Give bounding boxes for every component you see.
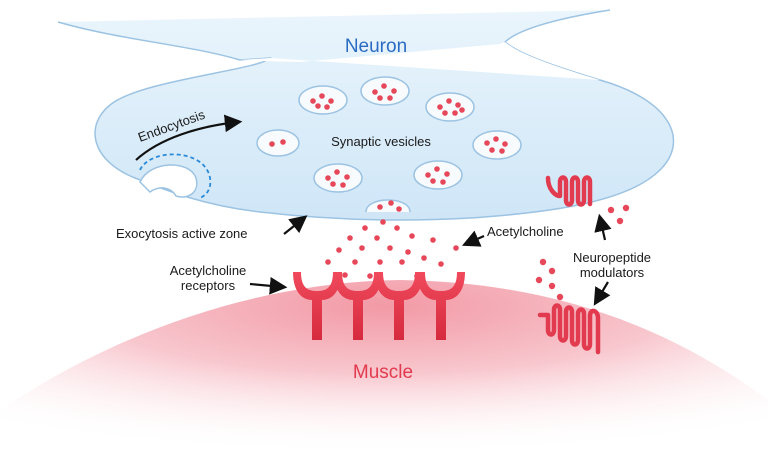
neuropeptide-label-line1: Neuropeptide [573,250,651,265]
neuropeptide-receptor-bottom [537,303,601,355]
neuron-top-fill [240,42,600,80]
neuropeptide-label-line2: modulators [580,265,645,280]
acetylcholine-receptors-label-line1: Acetylcholine [170,263,247,278]
exocytosis-arrow [283,215,308,235]
receptor [375,272,423,340]
endocytosis-pocket [139,164,198,198]
receptor [334,272,382,340]
vesicle [413,160,463,190]
vesicle [256,129,300,157]
acetylcholine-molecules [325,219,459,279]
acetylcholine-receptors [293,272,465,340]
muscle-title: Muscle [353,362,413,383]
vesicle [472,130,522,160]
neuropeptide-molecules [535,204,630,301]
receptors-arrow [249,277,288,295]
acetylcholine-arrow [461,230,485,247]
vesicle [298,85,348,115]
vesicle [360,76,410,106]
acetylcholine-receptors-label-line2: receptors [181,278,236,293]
receptor [417,272,465,340]
endocytosis-arrow [135,114,243,161]
arrows [135,114,612,306]
fusing-vesicle [365,199,411,213]
vesicle [425,92,475,122]
acetylcholine-label: Acetylcholine [487,224,564,239]
neuropeptide-arrow-down [593,281,611,306]
neuron: Neuron [57,9,675,221]
neuron-title: Neuron [345,36,407,57]
exocytosis-active-zone-label: Exocytosis active zone [116,226,248,241]
receptor [293,272,341,340]
synaptic-vesicles: Synaptic vesicles [256,76,522,213]
vesicle [313,163,363,193]
neuropeptide-receptor-top [545,175,593,207]
synaptic-vesicles-label: Synaptic vesicles [331,134,431,149]
neuropeptide-arrow-up [594,213,612,241]
